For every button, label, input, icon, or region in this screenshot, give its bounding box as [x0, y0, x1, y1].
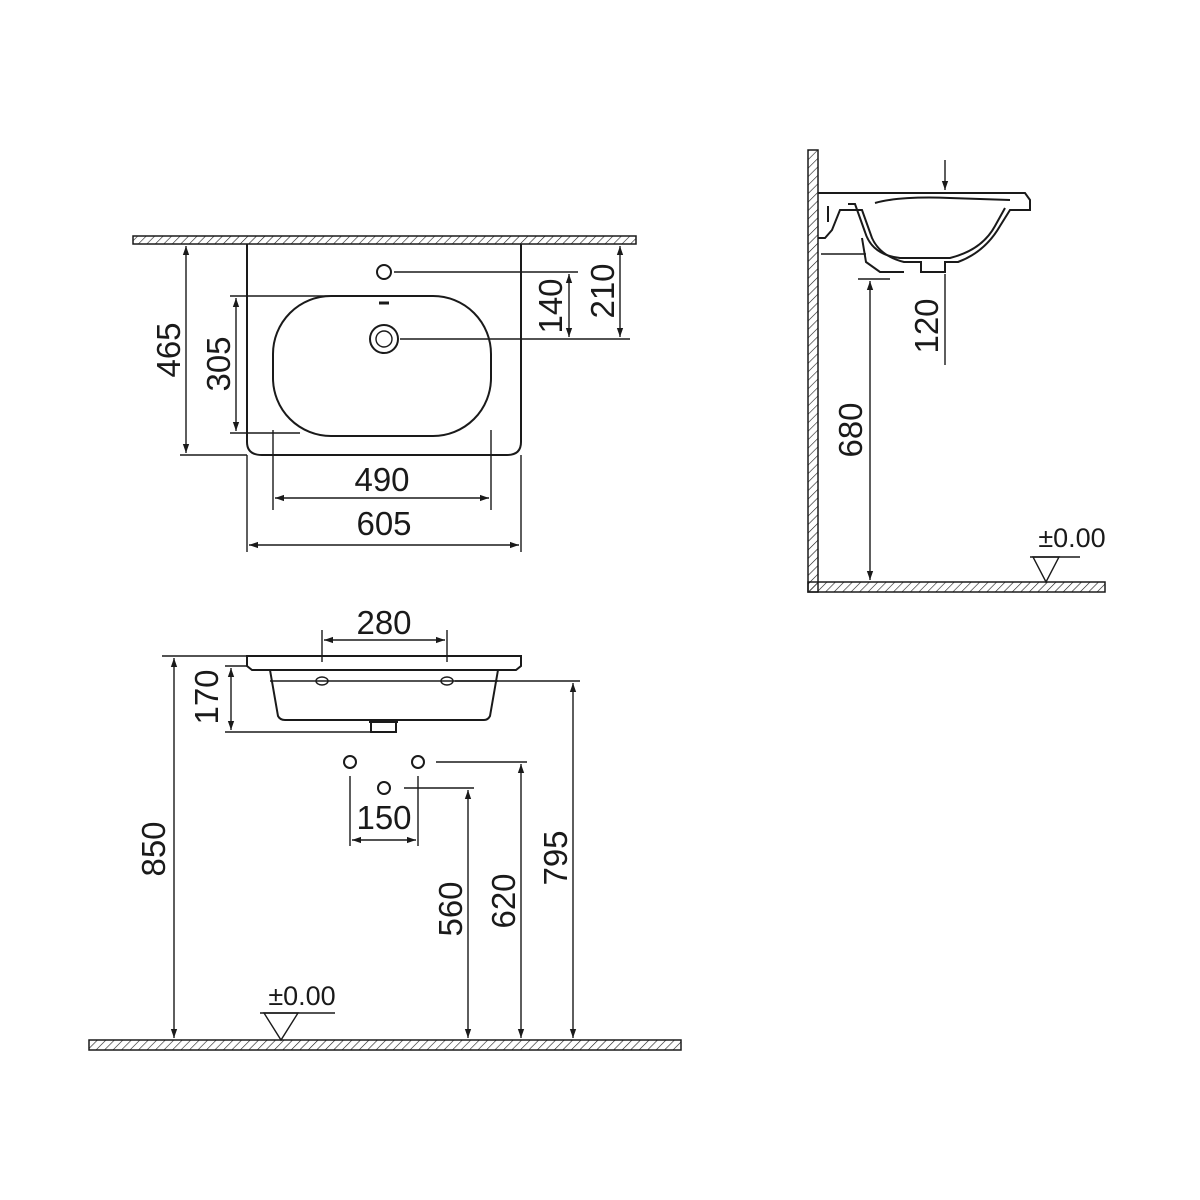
dim-label-620: 620: [485, 873, 522, 928]
side-view: 120 680 ±0.00: [807, 149, 1106, 593]
dim-label-680: 680: [832, 402, 869, 457]
front-floor-level-label: ±0.00: [268, 981, 335, 1011]
top-view-basin-outline: [246, 244, 522, 456]
side-view-floor: [807, 581, 1106, 593]
dim-label-560: 560: [432, 881, 469, 936]
dim-label-140: 140: [532, 278, 569, 333]
tap-hole-icon: [376, 264, 392, 280]
front-basin-body: [269, 669, 499, 721]
dim-label-490: 490: [354, 461, 409, 498]
side-basin-section: [818, 192, 1031, 273]
top-view: 465 305 140 210 490 605: [132, 235, 637, 552]
dim-label-150: 150: [356, 799, 411, 836]
drain-icon: [369, 324, 399, 354]
dim-label-850: 850: [135, 821, 172, 876]
side-view-wall: [807, 149, 819, 593]
dim-label-795: 795: [537, 830, 574, 885]
front-basin-rim: [246, 655, 522, 671]
side-level-triangle-icon: [1031, 556, 1061, 584]
bracket-hole-right-icon: [440, 676, 454, 686]
supply-right-icon: [411, 755, 425, 769]
top-view-bowl: [272, 295, 492, 437]
front-drain-outlet: [369, 720, 398, 733]
drain-inner-icon: [375, 330, 393, 348]
dim-label-120: 120: [908, 298, 945, 353]
dim-label-465: 465: [150, 322, 187, 377]
bracket-hole-left-icon: [315, 676, 329, 686]
front-level-triangle-icon: [262, 1012, 300, 1042]
top-view-wall: [132, 235, 637, 245]
drain-outlet-icon: [377, 781, 391, 795]
dim-label-170: 170: [188, 669, 225, 724]
front-view: 280 170 150 850 560 620 795 ±0.00: [88, 604, 682, 1051]
side-floor-level-label: ±0.00: [1038, 523, 1105, 553]
dim-label-305: 305: [200, 336, 237, 391]
front-view-floor: [88, 1039, 682, 1051]
dim-label-280: 280: [356, 604, 411, 641]
side-basin-bracket: [861, 237, 904, 273]
side-basin-inner: [827, 196, 1011, 259]
supply-left-icon: [343, 755, 357, 769]
dim-label-210: 210: [584, 263, 621, 318]
dim-label-605: 605: [356, 505, 411, 542]
